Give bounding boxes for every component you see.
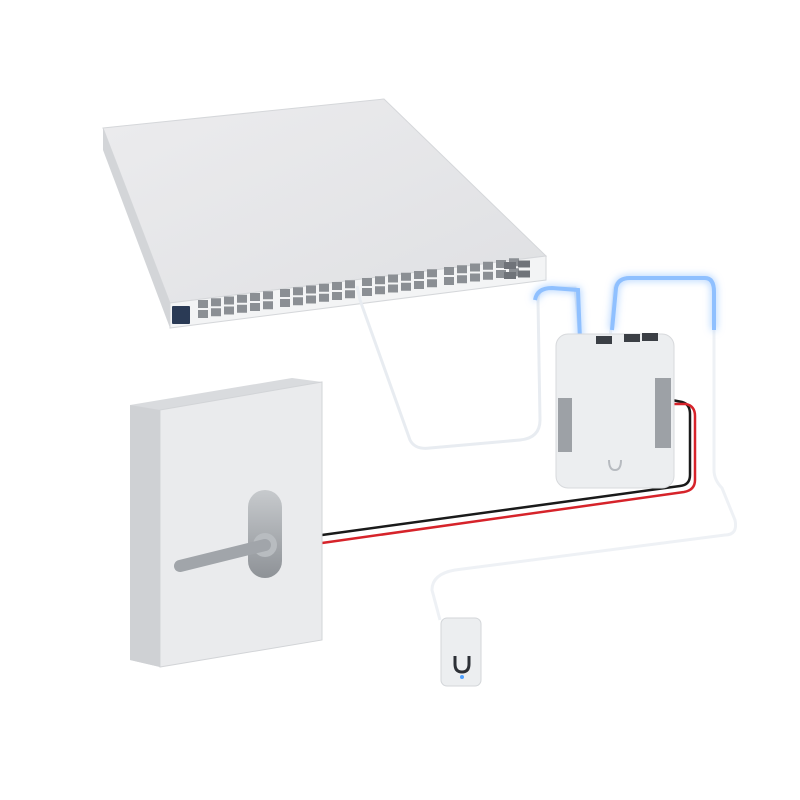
sfp-port: [518, 260, 530, 268]
switch-port: [280, 299, 290, 307]
switch-port: [250, 303, 260, 311]
switch-port: [427, 269, 437, 278]
switch-port: [401, 272, 411, 281]
switch-port: [319, 293, 329, 302]
switch-port: [388, 274, 398, 283]
sfp-port: [518, 270, 530, 278]
switch-port: [237, 294, 247, 303]
switch-port: [470, 263, 480, 272]
switch-port: [306, 285, 316, 294]
switch-port: [470, 273, 480, 282]
switch-port: [496, 260, 506, 268]
switch-display: [172, 306, 190, 324]
switch-port: [263, 301, 273, 310]
switch-port: [332, 282, 342, 290]
switch-ports: [198, 258, 530, 318]
switch-port: [427, 279, 437, 288]
switch-port: [388, 284, 398, 293]
network-switch-icon: [102, 98, 548, 329]
door-lever-icon: [130, 378, 323, 668]
switch-port: [293, 287, 303, 296]
switch-port: [362, 288, 372, 296]
switch-port: [375, 286, 385, 295]
switch-port: [457, 275, 467, 284]
switch-port: [280, 289, 290, 297]
switch-port: [224, 306, 234, 315]
card-reader-icon: [440, 617, 482, 687]
switch-port: [444, 267, 454, 275]
switch-port: [483, 271, 493, 280]
switch-port: [319, 283, 329, 292]
switch-port: [345, 290, 355, 299]
switch-port: [198, 300, 208, 308]
access-hub-icon: [555, 333, 675, 489]
switch-port: [345, 280, 355, 289]
switch-port: [444, 277, 454, 285]
sfp-port: [504, 272, 516, 279]
sfp-port: [504, 262, 516, 269]
switch-port: [250, 293, 260, 301]
ethernet-cable: [355, 285, 582, 450]
wire-red: [321, 402, 697, 545]
switch-port: [211, 308, 221, 317]
switch-port: [401, 282, 411, 291]
switch-port: [263, 291, 273, 300]
switch-port: [306, 295, 316, 304]
switch-port: [457, 265, 467, 274]
switch-port: [198, 310, 208, 318]
switch-port: [483, 261, 493, 270]
switch-port: [375, 276, 385, 285]
switch-port: [414, 281, 424, 289]
switch-port: [211, 298, 221, 307]
switch-port: [237, 304, 247, 313]
switch-port: [224, 296, 234, 305]
switch-port: [414, 271, 424, 279]
switch-port: [293, 297, 303, 306]
switch-port: [362, 278, 372, 286]
switch-port: [496, 270, 506, 278]
switch-port: [332, 292, 342, 300]
